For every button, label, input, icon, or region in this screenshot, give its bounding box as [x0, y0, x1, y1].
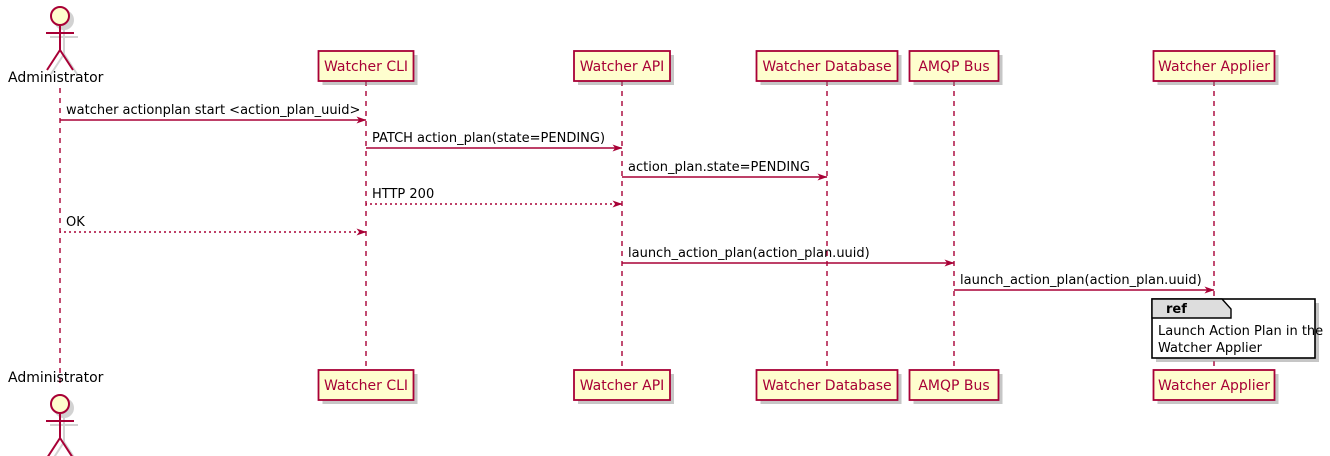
- participant-watcher-cli-top[interactable]: Watcher CLI: [317, 50, 418, 85]
- participant-watcher-api-bottom[interactable]: Watcher API: [573, 369, 674, 404]
- actor-leg-left: [46, 49, 61, 71]
- participant-watcher-cli-bottom[interactable]: Watcher CLI: [317, 369, 418, 404]
- actor-leg-right: [63, 53, 78, 75]
- message-label: launch_action_plan(action_plan.uuid): [960, 273, 1202, 288]
- participant-watcher-applier-bottom[interactable]: Watcher Applier: [1152, 369, 1279, 404]
- participant-label: AMQP Bus: [918, 59, 989, 75]
- participant-box[interactable]: [317, 369, 415, 401]
- actor-leg-right: [59, 49, 74, 71]
- ref-tab-label: ref: [1166, 302, 1187, 317]
- participant-box[interactable]: [573, 50, 671, 82]
- actor-leg-right: [63, 441, 75, 456]
- participant-box[interactable]: [1152, 50, 1276, 82]
- participant-box[interactable]: [317, 50, 415, 82]
- actor-leg-left: [47, 437, 61, 456]
- participant-watcher-applier-top[interactable]: Watcher Applier: [1152, 50, 1279, 85]
- actor-head: [50, 394, 70, 414]
- participant-box[interactable]: [755, 369, 899, 401]
- actor-head: [50, 6, 70, 26]
- message-label: watcher actionplan start <action_plan_uu…: [66, 103, 360, 118]
- participant-label: Watcher Database: [762, 378, 891, 394]
- message-label: launch_action_plan(action_plan.uuid): [628, 246, 870, 261]
- ref-body-line-1: Launch Action Plan in the: [1158, 324, 1323, 339]
- participant-box[interactable]: [908, 369, 1000, 401]
- actor-leg-left: [53, 441, 65, 456]
- ref-tab: [1151, 298, 1232, 319]
- participant-box[interactable]: [755, 50, 899, 82]
- participant-label: Watcher Database: [762, 59, 891, 75]
- message-label: HTTP 200: [372, 187, 434, 202]
- message-6[interactable]: launch_action_plan(action_plan.uuid): [622, 246, 955, 267]
- message-1[interactable]: watcher actionplan start <action_plan_uu…: [60, 103, 367, 124]
- message-3[interactable]: action_plan.state=PENDING: [622, 160, 828, 181]
- participant-watcher-database-bottom[interactable]: Watcher Database: [755, 369, 902, 404]
- participant-label: Watcher API: [580, 59, 665, 75]
- message-2[interactable]: PATCH action_plan(state=PENDING): [366, 131, 623, 152]
- actor-administrator-top[interactable]: Administrator: [8, 6, 104, 86]
- participant-label: Watcher API: [580, 378, 665, 394]
- participant-box[interactable]: [908, 50, 1000, 82]
- ref-body-line-2: Watcher Applier: [1158, 341, 1263, 356]
- participant-watcher-database-top[interactable]: Watcher Database: [755, 50, 902, 85]
- actor-label: Administrator: [8, 370, 104, 386]
- message-7[interactable]: launch_action_plan(action_plan.uuid): [954, 273, 1215, 294]
- participant-box[interactable]: [573, 369, 671, 401]
- actor-leg-right: [59, 437, 73, 456]
- actor-label: Administrator: [8, 70, 104, 86]
- participant-label: Watcher CLI: [324, 378, 408, 394]
- message-label: OK: [66, 215, 85, 230]
- message-5[interactable]: OK: [60, 215, 367, 236]
- message-label: PATCH action_plan(state=PENDING): [372, 131, 605, 146]
- participant-label: Watcher CLI: [324, 59, 408, 75]
- lifelines-layer: [59, 81, 1215, 388]
- participant-amqp-bus-bottom[interactable]: AMQP Bus: [908, 369, 1003, 404]
- message-label: action_plan.state=PENDING: [628, 160, 810, 175]
- participant-box[interactable]: [1152, 369, 1276, 401]
- actor-administrator-bottom[interactable]: Administrator: [8, 370, 104, 456]
- participant-amqp-bus-top[interactable]: AMQP Bus: [908, 50, 1003, 85]
- messages-layer: watcher actionplan start <action_plan_uu…: [60, 103, 1215, 294]
- participant-label: Watcher Applier: [1158, 378, 1270, 394]
- message-4[interactable]: HTTP 200: [366, 187, 623, 208]
- participant-label: AMQP Bus: [918, 378, 989, 394]
- actor-leg-left: [50, 53, 65, 75]
- participant-label: Watcher Applier: [1158, 59, 1270, 75]
- participant-watcher-api-top[interactable]: Watcher API: [573, 50, 674, 85]
